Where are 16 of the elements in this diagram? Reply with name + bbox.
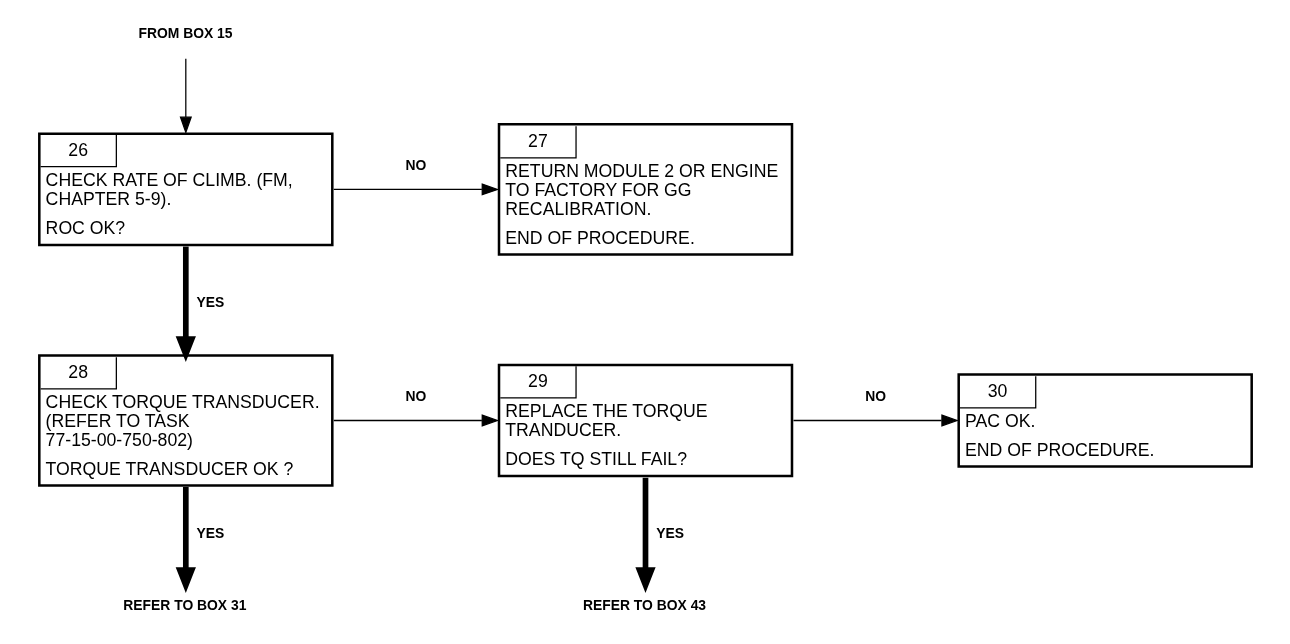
arrow <box>332 414 499 427</box>
arrow <box>175 246 196 362</box>
arrow <box>179 58 192 135</box>
edge-label: NO <box>405 157 426 174</box>
arrow <box>332 183 499 196</box>
edge-label: YES <box>196 294 224 311</box>
node-text: FROM BOX 15 <box>137 25 233 42</box>
arrow <box>175 487 196 593</box>
edge-label: NO <box>405 388 426 405</box>
edge-label: YES <box>196 525 224 542</box>
node-text: REFER TO BOX 43 <box>582 597 706 614</box>
arrow <box>634 477 656 593</box>
arrow <box>792 414 959 427</box>
edge-label: YES <box>655 525 684 542</box>
edge-label: NO <box>864 388 886 405</box>
node-text: REFER TO BOX 31 <box>122 597 246 614</box>
